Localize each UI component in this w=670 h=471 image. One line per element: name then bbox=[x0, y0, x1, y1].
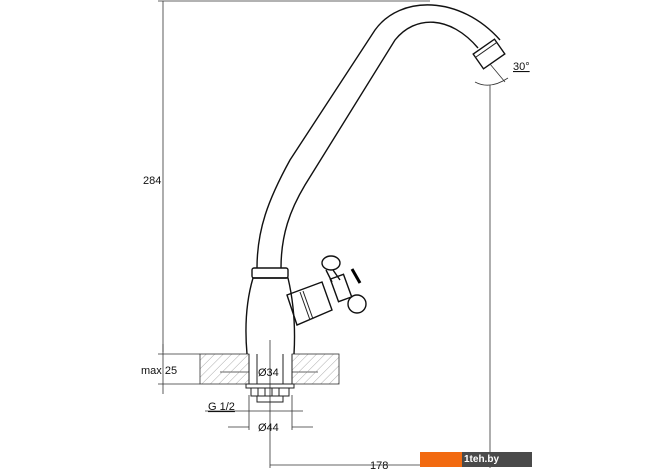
watermark-orange-block bbox=[420, 452, 462, 467]
valve-handle bbox=[286, 255, 367, 326]
watermark-text: 1teh.by bbox=[462, 452, 532, 467]
angle-label: 30° bbox=[513, 61, 530, 73]
countertop bbox=[199, 353, 340, 385]
max-depth-label: max 25 bbox=[141, 365, 177, 377]
faucet-body bbox=[245, 4, 509, 355]
watermark-logo: 1teh.by bbox=[420, 452, 532, 467]
hole-diameter-label: Ø34 bbox=[258, 367, 279, 379]
base-diameter-label: Ø44 bbox=[258, 422, 279, 434]
thread-label: G 1/2 bbox=[208, 401, 235, 413]
height-label: 284 bbox=[143, 175, 161, 187]
reach-label: 178 bbox=[370, 460, 388, 471]
dimension-lines bbox=[158, 0, 491, 468]
mounting-nut bbox=[245, 383, 295, 403]
